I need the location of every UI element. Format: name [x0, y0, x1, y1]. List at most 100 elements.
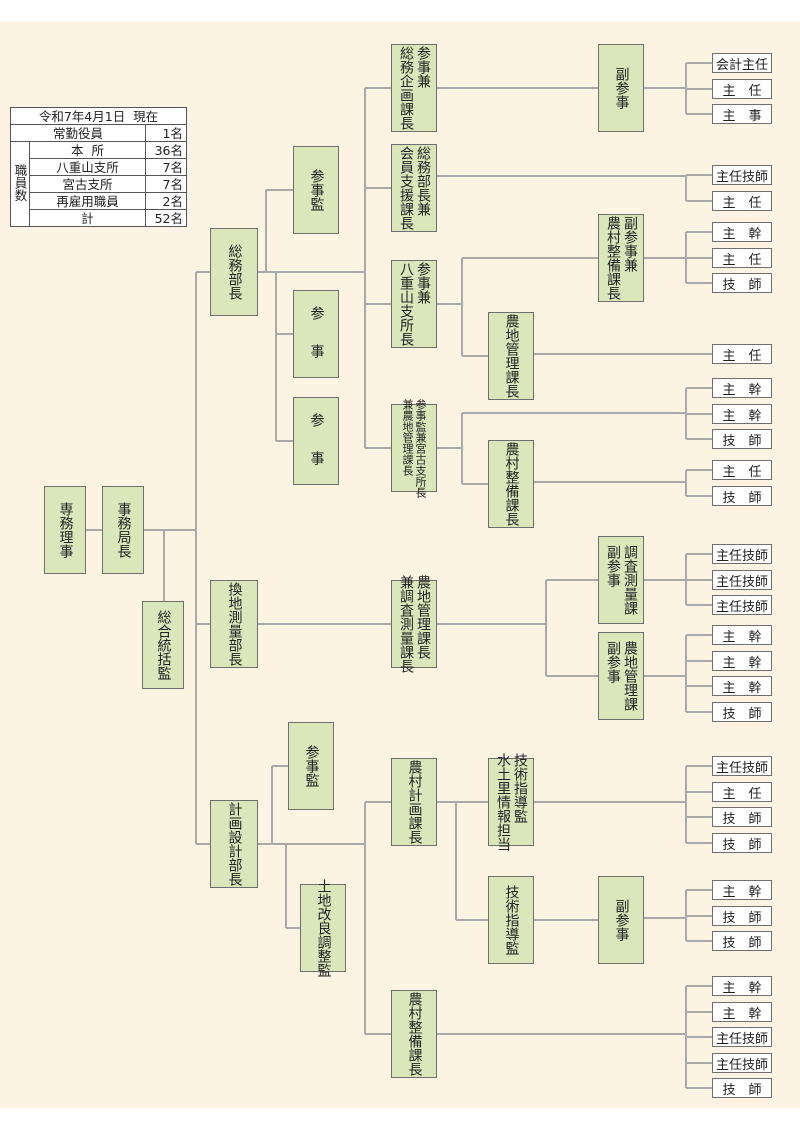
staff-leaf: 主 任 — [712, 248, 772, 268]
box-label: 副参事兼 農村整備課長 — [605, 216, 638, 300]
box-label: 農村計画課長 — [406, 760, 423, 844]
staff-leaf: 主 幹 — [712, 404, 772, 424]
box-somu-bucho: 総務部長 — [210, 228, 258, 316]
box-label: 計画設計部長 — [226, 802, 243, 886]
box-label: 土地改良調整監 — [315, 879, 332, 977]
box-jimukyokucho: 事務局長 — [102, 486, 144, 574]
box-label: 農村整備課長 — [503, 442, 520, 526]
table-label: 常勤役員 — [10, 124, 146, 142]
staff-leaf: 主任技師 — [712, 1053, 772, 1073]
box-keikaku-fukusanji: 副参事 — [598, 876, 644, 964]
box-kaiin-shien-kacho: 総務部長兼 会員支援課長 — [391, 144, 437, 232]
staff-leaf: 主 任 — [712, 191, 772, 211]
table-label: 八重山支所 — [29, 158, 146, 176]
box-label: 調査測量課 副参事 — [605, 545, 638, 615]
box-label: 換地測量部長 — [226, 582, 243, 666]
table-date: 令和7年4月1日 現在 — [10, 107, 187, 125]
staff-leaf: 主 幹 — [712, 880, 772, 900]
table-count: 7名 — [145, 158, 187, 176]
box-label: 事務局長 — [115, 502, 132, 558]
staff-leaf: 主 幹 — [712, 1002, 772, 1022]
staff-leaf: 技 師 — [712, 1078, 772, 1098]
staff-leaf: 主 幹 — [712, 378, 772, 398]
staff-leaf: 主 事 — [712, 104, 772, 124]
box-label: 参 事 — [308, 412, 325, 470]
box-label: 技術指導監 — [503, 885, 520, 955]
box-senmu-riji: 専務理事 — [44, 486, 86, 574]
box-somu-sanji-2: 参 事 — [293, 397, 339, 485]
box-label: 参 事 — [308, 305, 325, 363]
staff-leaf: 主 任 — [712, 344, 772, 364]
table-row: 再雇用職員 2名 — [11, 192, 187, 210]
box-noson-seibi-kacho: 農村整備課長 — [391, 990, 437, 1078]
table-header-text: 職員数 — [12, 163, 28, 202]
table-header-label: 職員数 — [10, 141, 30, 227]
staff-leaf: 主 任 — [712, 79, 772, 99]
box-keikaku-sanjikan: 参事監 — [288, 722, 334, 810]
box-tochi-kairyo-choseikan: 土地改良調整監 — [300, 879, 346, 977]
box-label: 農村整備課長 — [406, 992, 423, 1076]
table-label: 再雇用職員 — [29, 192, 146, 210]
staff-leaf: 主 幹 — [712, 976, 772, 996]
box-sogo-tokatsukan: 総合統括監 — [142, 601, 184, 689]
staff-leaf: 技 師 — [712, 486, 772, 506]
box-label: 技術指導監 水土里情報担当 — [495, 753, 528, 851]
box-gijutsu-shidokan: 技術指導監 — [488, 876, 534, 964]
staff-leaf: 主任技師 — [712, 165, 772, 185]
box-keikaku-bucho: 計画設計部長 — [210, 800, 258, 888]
staff-leaf: 主任技師 — [712, 570, 772, 590]
box-somu-sanjikan: 参事監 — [293, 146, 339, 234]
table-count: 36名 — [145, 141, 187, 159]
box-label: 参事兼 総務企画課長 — [398, 46, 431, 130]
box-somu-sanji-1: 参 事 — [293, 290, 339, 378]
staff-count-table: 令和7年4月1日 現在 常勤役員 1名 職員数 本 所 36名 八重山支所 7名… — [10, 107, 187, 227]
table-label: 宮古支所 — [29, 175, 146, 193]
staff-leaf: 技 師 — [712, 906, 772, 926]
table-count: 52名 — [145, 209, 187, 227]
table-label: 計 — [29, 209, 146, 227]
staff-leaf: 主 任 — [712, 460, 772, 480]
table-count: 1名 — [145, 124, 187, 142]
box-label: 総務部長兼 会員支援課長 — [398, 146, 431, 230]
box-label: 総務部長 — [226, 244, 243, 300]
table-row: 令和7年4月1日 現在 — [10, 107, 187, 125]
staff-leaf: 会計主任 — [712, 53, 772, 73]
table-row: 職員数 本 所 36名 — [10, 141, 187, 227]
table-label: 本 所 — [29, 141, 146, 159]
box-gijutsu-shidokan-suido: 技術指導監 水土里情報担当 — [488, 753, 534, 851]
box-label: 参事監兼宮古支所長 兼農地管理課長 — [401, 398, 427, 498]
box-label: 農地管理課長 兼調査測量課長 — [398, 575, 431, 673]
staff-leaf: 主 幹 — [712, 222, 772, 242]
box-kanchi-bucho: 換地測量部長 — [210, 580, 258, 668]
box-somu-kikaku-kacho: 参事兼 総務企画課長 — [391, 44, 437, 132]
connector-lines — [86, 62, 712, 1089]
table-count: 2名 — [145, 192, 187, 210]
box-miyako-shishocho: 参事監兼宮古支所長 兼農地管理課長 — [391, 399, 437, 498]
box-chosa-fukusanji: 調査測量課 副参事 — [598, 536, 644, 624]
staff-leaf: 技 師 — [712, 702, 772, 722]
box-label: 参事監 — [308, 169, 325, 211]
staff-leaf: 技 師 — [712, 807, 772, 827]
box-label: 副参事 — [613, 67, 630, 109]
box-label: 参事兼 八重山支所長 — [398, 262, 431, 346]
staff-leaf: 技 師 — [712, 429, 772, 449]
table-row: 常勤役員 1名 — [10, 124, 187, 142]
staff-leaf: 主任技師 — [712, 544, 772, 564]
box-label: 参事監 — [303, 745, 320, 787]
box-noson-keikaku-kacho: 農村計画課長 — [391, 758, 437, 846]
staff-leaf: 主 任 — [712, 782, 772, 802]
staff-leaf: 主任技師 — [712, 595, 772, 615]
box-yaeyama-shishocho: 参事兼 八重山支所長 — [391, 260, 437, 348]
box-yaeyama-fukusanji: 副参事兼 農村整備課長 — [598, 214, 644, 302]
staff-leaf: 主 幹 — [712, 676, 772, 696]
box-label: 副参事 — [613, 899, 630, 941]
box-label: 専務理事 — [57, 502, 74, 558]
table-count: 7名 — [145, 175, 187, 193]
staff-leaf: 技 師 — [712, 273, 772, 293]
staff-leaf: 主 幹 — [712, 625, 772, 645]
staff-leaf: 主任技師 — [712, 756, 772, 776]
box-somu-fukusanji: 副参事 — [598, 44, 644, 132]
box-kanchi-nochi-kacho: 農地管理課長 兼調査測量課長 — [391, 575, 437, 673]
box-label: 農地管理課 副参事 — [605, 641, 638, 711]
staff-leaf: 主任技師 — [712, 1027, 772, 1047]
